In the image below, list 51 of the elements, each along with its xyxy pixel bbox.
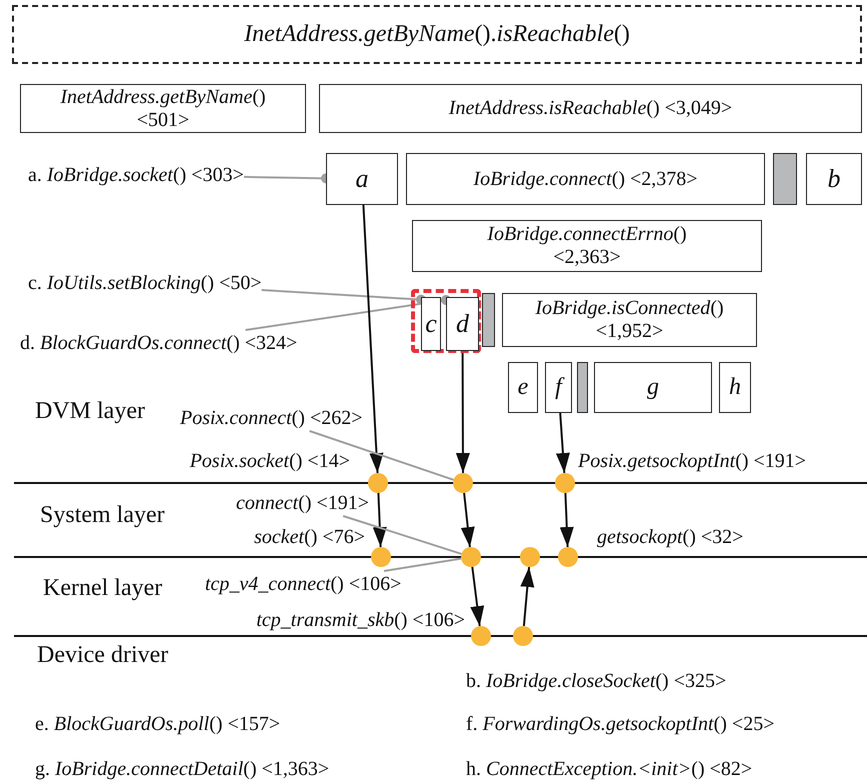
- shaded-bar: [482, 293, 495, 347]
- function-label: socket() <76>: [254, 525, 365, 549]
- leader-line: [245, 295, 451, 331]
- function-label: Posix.getsockoptInt() <191>: [578, 449, 806, 473]
- letter-box: b: [806, 153, 862, 205]
- letter-box: e: [508, 362, 538, 413]
- function-box: InetAddress.getByName() <501>: [20, 84, 306, 133]
- leader-line: [384, 558, 462, 572]
- arrow: [362, 204, 384, 474]
- highlight-box: [411, 289, 481, 353]
- function-label: Posix.connect() <262>: [180, 405, 363, 431]
- letter-box: h: [719, 362, 751, 413]
- arrow: [520, 566, 534, 626]
- arrow: [456, 351, 470, 473]
- letter-box: c: [421, 297, 441, 351]
- function-box: IoBridge.connectErrno() <2,363>: [412, 220, 762, 272]
- arrow: [460, 492, 475, 548]
- function-label: tcp_transmit_skb() <106>: [256, 608, 465, 632]
- function-box: IoBridge.connect() <2,378>: [406, 153, 765, 205]
- function-box: IoBridge.isConnected() <1,952>: [502, 293, 757, 347]
- letter-box: a: [326, 153, 398, 205]
- legend-note: b. IoBridge.closeSocket() <325>: [466, 669, 726, 694]
- legend-note: e. BlockGuardOs.poll() <157>: [35, 712, 280, 737]
- function-label: d. BlockGuardOs.connect() <324>: [20, 330, 298, 356]
- title-box: InetAddress.getByName().isReachable(): [12, 5, 862, 64]
- function-label: connect() <191>: [236, 490, 370, 516]
- arrow: [560, 492, 574, 548]
- legend-note: h. ConnectException.<init>() <82>: [466, 757, 752, 782]
- leader-line: [309, 430, 454, 481]
- legend-note: f. ForwardingOs.getsockoptInt() <25>: [466, 712, 774, 737]
- arrow: [556, 412, 570, 474]
- arrow: [372, 492, 387, 548]
- layer-label: Kernel layer: [43, 575, 162, 601]
- function-label: Posix.socket() <14>: [190, 449, 350, 473]
- arrow: [470, 566, 484, 626]
- leader-line: [262, 289, 426, 305]
- shaded-bar: [773, 153, 797, 205]
- layer-label: Device driver: [37, 642, 168, 668]
- function-label: c. IoUtils.setBlocking() <50>: [28, 270, 262, 296]
- legend-note: g. IoBridge.connectDetail() <1,363>: [35, 757, 330, 782]
- function-label: a. IoBridge.socket() <303>: [28, 162, 244, 188]
- layer-label: System layer: [40, 502, 165, 528]
- letter-box: f: [545, 362, 572, 413]
- function-label: getsockopt() <32>: [597, 525, 744, 549]
- shaded-bar: [577, 362, 588, 413]
- leader-line: [342, 515, 462, 555]
- letter-box: d: [446, 297, 479, 351]
- function-label: tcp_v4_connect() <106>: [205, 571, 402, 597]
- function-box: InetAddress.isReachable() <3,049>: [319, 84, 862, 133]
- letter-box: g: [594, 362, 712, 413]
- layer-label: DVM layer: [35, 398, 145, 424]
